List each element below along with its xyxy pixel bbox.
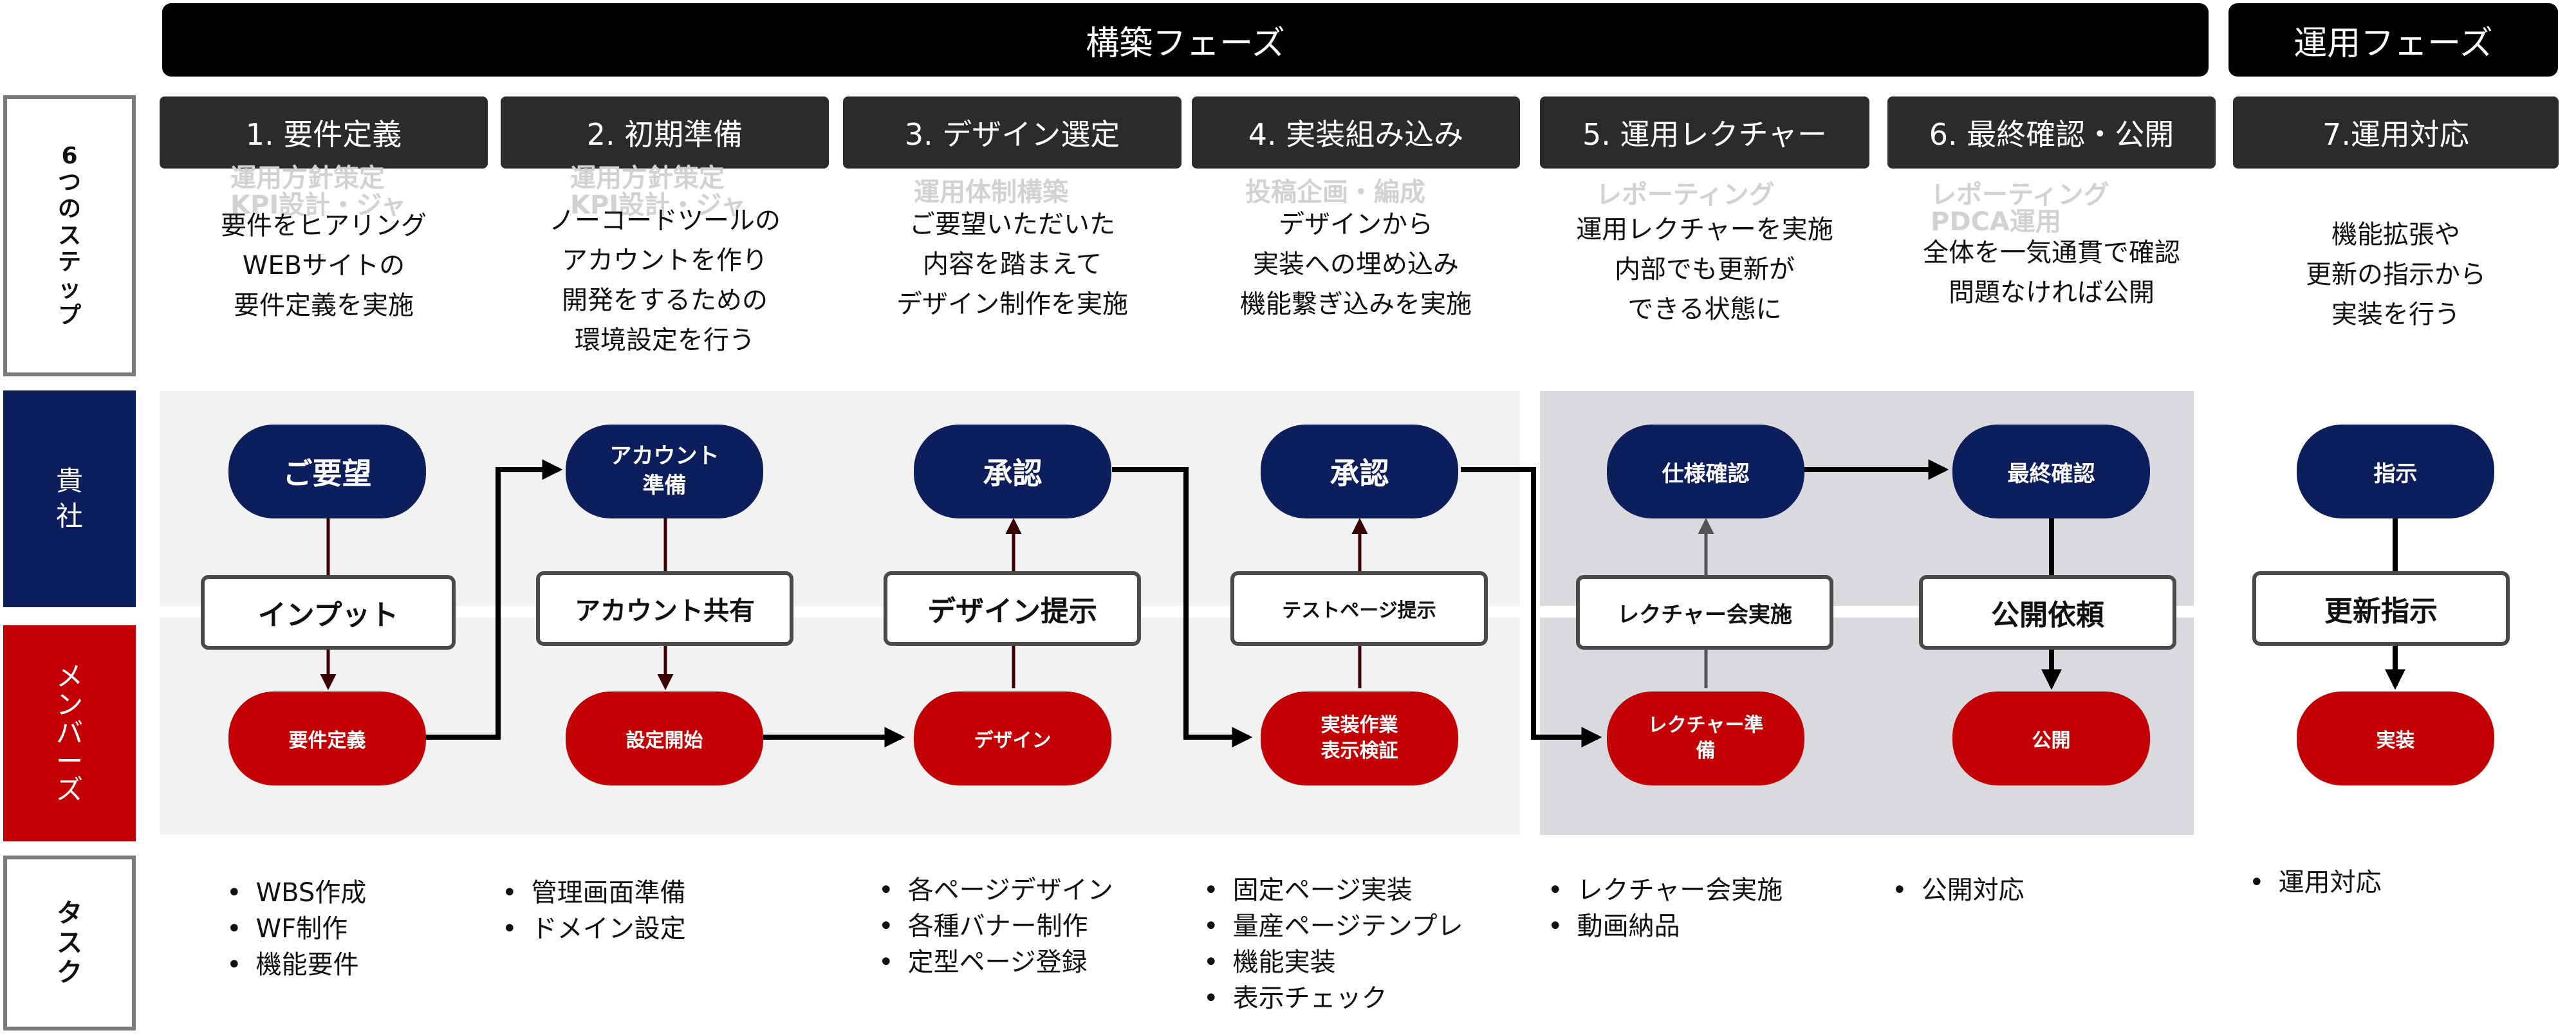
- task-list-step-2: 管理画面準備 ドメイン設定: [502, 875, 686, 947]
- list-item: WF制作: [227, 911, 366, 947]
- list-item: 量産ページテンプレ: [1203, 908, 1463, 944]
- middle-box-lecture: レクチャー会実施: [1576, 575, 1833, 650]
- task-list-step-6: 公開対応: [1892, 872, 2025, 908]
- list-item: 機能要件: [227, 947, 366, 983]
- member-node-implementation: 実装作業 表示検証: [1261, 692, 1458, 785]
- list-item: レクチャー会実施: [1548, 872, 1783, 908]
- step-1-description: 要件をヒアリング WEBサイトの 要件定義を実施: [221, 211, 427, 320]
- member-node-requirements: 要件定義: [228, 692, 426, 785]
- list-item: 表示チェック: [1203, 980, 1463, 1016]
- step-1-tab: 1. 要件定義: [160, 96, 488, 169]
- client-node-request: ご要望: [228, 425, 426, 518]
- middle-box-publish-request: 公開依頼: [1919, 575, 2176, 650]
- steps-label: 6 つ の ス テ ッ プ: [57, 142, 81, 329]
- member-label: メ ン バ ー ズ: [55, 660, 83, 806]
- member-node-implement: 実装: [2297, 692, 2494, 785]
- task-list-step-5: レクチャー会実施 動画納品: [1548, 872, 1783, 944]
- client-label: 貴 社: [55, 464, 83, 532]
- member-row-label: メ ン バ ー ズ: [3, 625, 136, 841]
- list-item: 機能実装: [1203, 944, 1463, 980]
- step-3-tab: 3. デザイン選定: [843, 96, 1181, 169]
- step-4-tab: 4. 実装組み込み: [1192, 96, 1520, 169]
- member-node-publish: 公開: [1952, 692, 2150, 785]
- list-item: 管理画面準備: [502, 875, 686, 911]
- task-label-box: タ ス ク: [3, 856, 136, 1030]
- task-list-step-7: 運用対応: [2249, 865, 2382, 901]
- step-2-description: ノーコードツールの アカウントを作り 開発をするための 環境設定を行う: [549, 206, 781, 355]
- step-2-ghost-text: 運用方針策定 KPI設計・ジャ: [570, 163, 746, 220]
- middle-box-update-instruction: 更新指示: [2252, 571, 2510, 646]
- step-4-ghost-text: 投稿企画・編成: [1245, 178, 1425, 207]
- step-6-description: 全体を一気通貫で確認 問題なければ公開: [1923, 238, 2180, 307]
- step-5-description: 運用レクチャーを実施 内部でも更新が できる状態に: [1576, 215, 1833, 324]
- step-2-tab: 2. 初期準備: [501, 96, 829, 169]
- list-item: 各ページデザイン: [878, 872, 1113, 908]
- middle-box-input: インプット: [201, 575, 456, 650]
- step-3-description: ご要望いただいた 内容を踏まえて デザイン制作を実施: [896, 210, 1128, 319]
- step-5-tab: 5. 運用レクチャー: [1540, 96, 1869, 169]
- list-item: 運用対応: [2249, 865, 2382, 901]
- operation-phase-header: 運用フェーズ: [2229, 3, 2558, 77]
- client-node-account-prep: アカウント 準備: [566, 425, 763, 518]
- middle-box-account-share: アカウント共有: [536, 571, 793, 646]
- client-row-label: 貴 社: [3, 390, 136, 607]
- step-6-ghost-text: レポーティング PDCA運用: [1931, 180, 2109, 237]
- client-node-final-check: 最終確認: [1952, 425, 2150, 518]
- client-node-spec-check: 仕様確認: [1607, 425, 1804, 518]
- member-node-lecture-prep: レクチャー準 備: [1607, 692, 1804, 785]
- client-node-approval-design: 承認: [914, 425, 1111, 518]
- step-5-ghost-text: レポーティング: [1596, 180, 1775, 210]
- step-7-tab: 7.運用対応: [2233, 96, 2559, 169]
- middle-box-test-page: テストページ提示: [1230, 571, 1488, 646]
- client-node-instruction: 指示: [2297, 425, 2494, 518]
- client-node-approval-impl: 承認: [1261, 425, 1458, 518]
- list-item: 定型ページ登録: [878, 944, 1113, 980]
- step-4-description: デザインから 実装への埋め込み 機能繋ぎ込みを実施: [1240, 210, 1472, 319]
- task-list-step-4: 固定ページ実装 量産ページテンプレ 機能実装 表示チェック: [1203, 872, 1463, 1016]
- step-1-ghost-text: 運用方針策定 KPI設計・ジャ: [230, 163, 407, 220]
- list-item: WBS作成: [227, 875, 367, 911]
- build-phase-header: 構築フェーズ: [162, 3, 2209, 77]
- task-list-step-3: 各ページデザイン 各種バナー制作 定型ページ登録: [878, 872, 1113, 980]
- step-6-tab: 6. 最終確認・公開: [1887, 96, 2216, 169]
- step-7-description: 機能拡張や 更新の指示から 実装を行う: [2306, 220, 2486, 329]
- list-item: ドメイン設定: [502, 911, 686, 947]
- member-node-setup-start: 設定開始: [566, 692, 763, 785]
- member-node-design: デザイン: [914, 692, 1111, 785]
- list-item: 動画納品: [1548, 908, 1783, 944]
- task-list-step-1: WBS作成 WF制作 機能要件: [227, 875, 367, 983]
- steps-label-box: 6 つ の ス テ ッ プ: [3, 95, 136, 376]
- list-item: 公開対応: [1892, 872, 2025, 908]
- list-item: 固定ページ実装: [1203, 872, 1463, 908]
- middle-box-design-present: デザイン提示: [884, 571, 1141, 646]
- step-3-ghost-text: 運用体制構築: [914, 178, 1068, 207]
- task-label: タ ス ク: [57, 899, 82, 987]
- list-item: 各種バナー制作: [878, 908, 1113, 944]
